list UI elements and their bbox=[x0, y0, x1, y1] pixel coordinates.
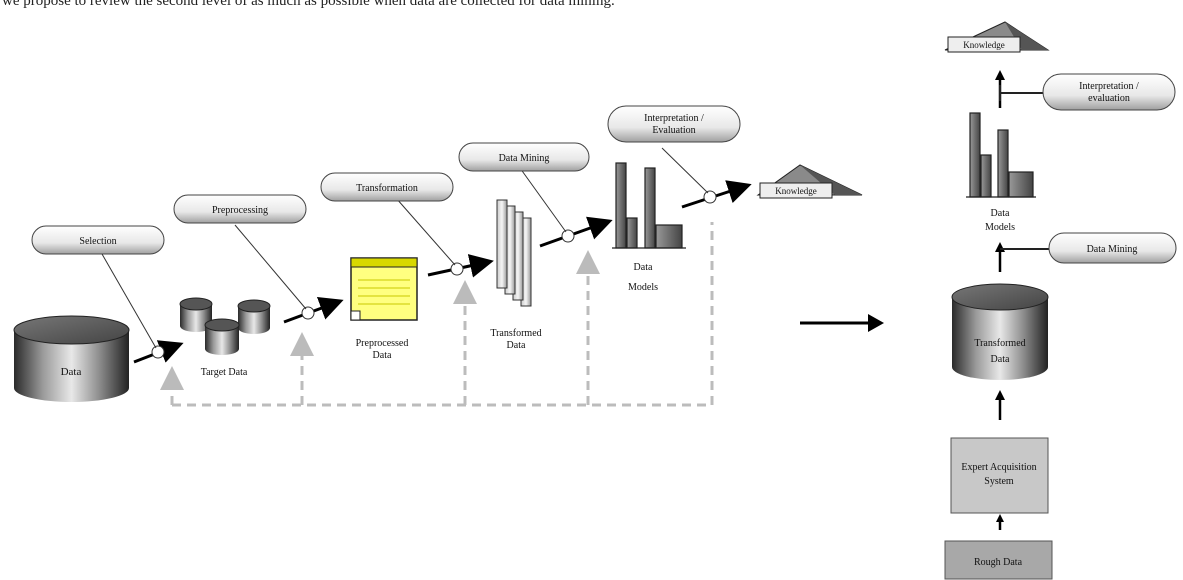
transformed-label-right-1: Transformed bbox=[974, 338, 1025, 349]
preprocessed-data-document: Preprocessed Data bbox=[350, 257, 418, 361]
expert-label-1: Expert Acquisition bbox=[961, 462, 1036, 473]
data-models-bars-right: Data Models bbox=[966, 112, 1036, 233]
transformed-data-cylinder: Transformed Data bbox=[951, 283, 1049, 380]
step-junctions bbox=[151, 190, 717, 359]
data-label: Data bbox=[61, 366, 82, 378]
data-mining-pill: Data Mining bbox=[1000, 232, 1177, 264]
step-preprocessing: Preprocessing bbox=[212, 205, 268, 216]
knowledge-label-right: Knowledge bbox=[963, 40, 1005, 50]
rough-data-box: Rough Data bbox=[944, 540, 1053, 580]
models-label-right-1: Data bbox=[991, 208, 1010, 219]
step-transformation: Transformation bbox=[356, 183, 418, 194]
expert-acquisition-box: Expert Acquisition System bbox=[950, 437, 1049, 514]
models-label-2: Models bbox=[628, 282, 658, 293]
transformed-data-stack: Transformed Data bbox=[490, 199, 542, 351]
transition-arrow bbox=[800, 314, 884, 332]
models-label-1: Data bbox=[634, 262, 653, 273]
preprocessed-label-2: Data bbox=[373, 350, 392, 361]
data-models-bars: Data Models bbox=[612, 162, 686, 293]
interpretation-label-2: evaluation bbox=[1088, 93, 1130, 104]
expert-label-2: System bbox=[984, 476, 1014, 487]
transformed-label-1: Transformed bbox=[490, 328, 541, 339]
rough-data-label: Rough Data bbox=[974, 557, 1023, 568]
knowledge-label-left: Knowledge bbox=[775, 186, 817, 196]
data-cylinder: Data bbox=[13, 315, 130, 402]
knowledge-pyramid-right: Knowledge bbox=[944, 21, 1050, 53]
step-selection: Selection bbox=[79, 236, 116, 247]
step-pills: Selection Preprocessing Transformation D… bbox=[31, 105, 741, 255]
step-interpretation-2: Evaluation bbox=[652, 125, 695, 136]
leader-lines bbox=[101, 147, 709, 349]
preprocessed-label-1: Preprocessed bbox=[356, 338, 409, 349]
step-data-mining: Data Mining bbox=[499, 153, 550, 164]
target-data-label: Target Data bbox=[201, 367, 248, 378]
interpretation-pill: Interpretation / evaluation bbox=[999, 73, 1176, 111]
header-text: we propose to review the second level of… bbox=[2, 0, 615, 9]
knowledge-pyramid-left: Knowledge bbox=[756, 164, 863, 199]
data-mining-label-right: Data Mining bbox=[1087, 244, 1138, 255]
models-label-right-2: Models bbox=[985, 222, 1015, 233]
interpretation-label-1: Interpretation / bbox=[1079, 81, 1139, 92]
transformed-label-2: Data bbox=[507, 340, 526, 351]
target-data-cylinders: Target Data bbox=[179, 297, 271, 378]
feedback-loop bbox=[160, 222, 714, 407]
step-interpretation-1: Interpretation / bbox=[644, 113, 704, 124]
transformed-label-right-2: Data bbox=[991, 354, 1010, 365]
